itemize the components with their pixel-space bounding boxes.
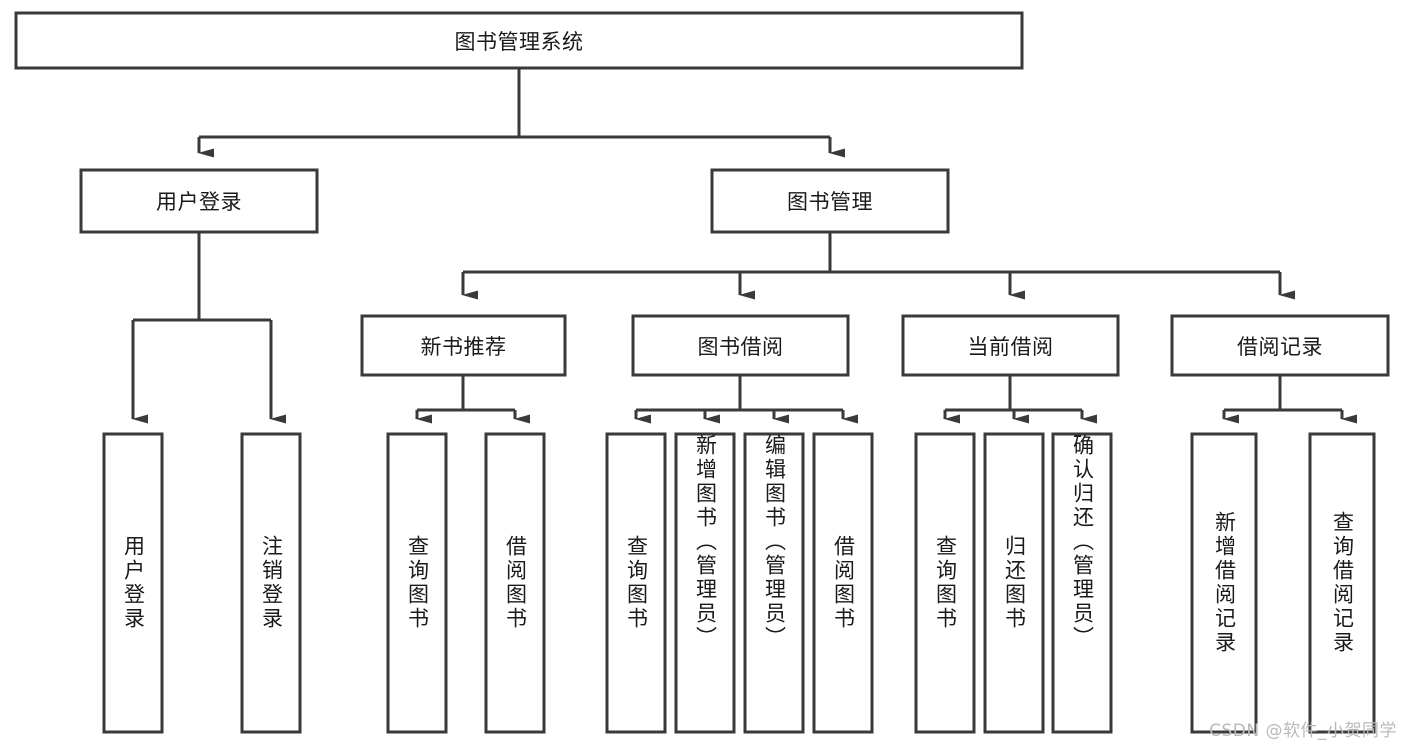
watermark: CSDN @软件_小贺同学 xyxy=(1209,721,1397,741)
